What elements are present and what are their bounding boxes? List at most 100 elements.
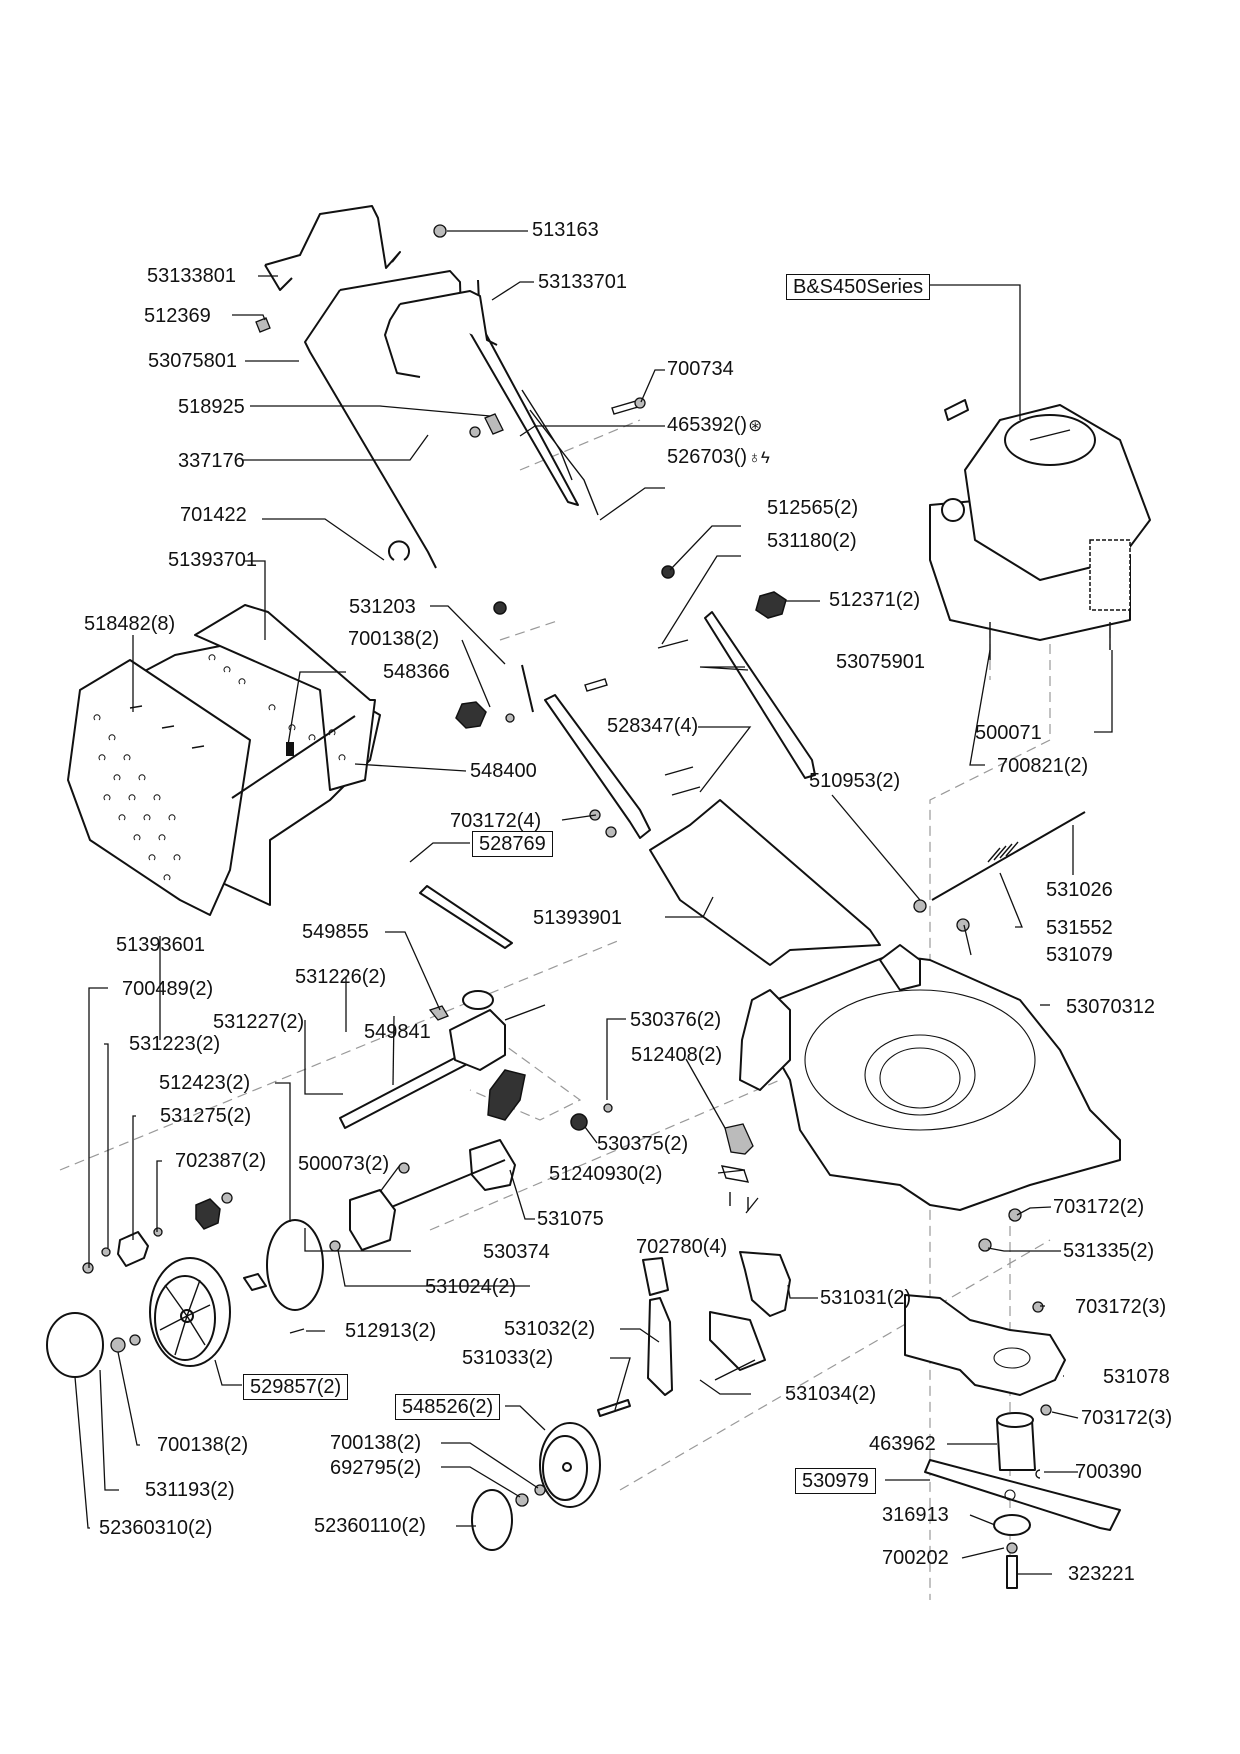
washer-700138b	[129, 1334, 141, 1346]
label-531032: 531032(2)	[504, 1318, 596, 1340]
knob-512371	[755, 591, 787, 619]
label-53070312: 53070312	[1066, 996, 1155, 1018]
label-531026: 531026	[1046, 879, 1113, 901]
lever-53133701	[384, 290, 498, 378]
nut-512369	[255, 317, 271, 333]
washer-700202	[1006, 1542, 1018, 1554]
bushing	[243, 1273, 267, 1291]
pulley-530375	[570, 1113, 588, 1131]
engine-series-label: B&S450Series	[786, 274, 931, 300]
hubcap-512423	[266, 1219, 324, 1311]
spring-531552	[987, 841, 1019, 863]
engine-start-icon: ♁ϟ	[748, 448, 770, 467]
handle-53075801	[304, 270, 579, 569]
label-500073: 500073(2)	[298, 1153, 390, 1175]
clip-548366	[286, 742, 294, 756]
label-531078: 531078	[1103, 1366, 1170, 1388]
label-53075901: 53075901	[836, 651, 925, 673]
label-703172-a: 703172(4)	[450, 810, 542, 832]
upper-lever-53133801	[264, 205, 401, 291]
label-530374: 530374	[483, 1241, 550, 1263]
label-531079: 531079	[1046, 944, 1113, 966]
nut-703172b	[1008, 1208, 1022, 1222]
label-530375: 530375(2)	[597, 1133, 689, 1155]
bolt-700734	[611, 400, 639, 415]
cable-526703	[529, 409, 599, 516]
deflector-51393901	[649, 799, 881, 966]
adapter-531078	[904, 1294, 1066, 1396]
washer-531335	[978, 1238, 992, 1252]
pad-531032	[642, 1257, 669, 1296]
label-51393601: 51393601	[116, 934, 205, 956]
nut-337176	[469, 426, 481, 438]
washer-316913	[993, 1514, 1031, 1536]
label-51393701: 51393701	[168, 549, 257, 571]
bolts-528347	[664, 766, 701, 796]
lever-531032	[647, 1297, 673, 1396]
label-701422: 701422	[180, 504, 247, 526]
label-700138-a: 700138(2)	[348, 628, 440, 650]
label-316913: 316913	[882, 1504, 949, 1526]
screws-702780	[729, 1192, 749, 1211]
label-548526: 548526(2)	[395, 1394, 501, 1420]
label-529857: 529857(2)	[243, 1374, 349, 1400]
nut-703172c	[1032, 1301, 1044, 1313]
belt-528769	[419, 885, 513, 949]
label-549841: 549841	[364, 1021, 431, 1043]
label-700734: 700734	[667, 358, 734, 380]
cap-nut-531203	[493, 601, 507, 615]
blade-530979	[924, 1459, 1121, 1531]
nut-500073	[398, 1162, 410, 1174]
label-337176: 337176	[178, 450, 245, 472]
bracket-512408	[724, 1123, 754, 1155]
label-512565: 512565(2)	[767, 497, 859, 519]
label-531335: 531335(2)	[1063, 1240, 1155, 1262]
cap-52360110	[471, 1489, 513, 1551]
pin-531034	[714, 1359, 756, 1381]
clip-518925	[484, 413, 504, 435]
label-512913: 512913(2)	[345, 1320, 437, 1342]
washer-700489	[82, 1262, 94, 1274]
label-518482: 518482(8)	[84, 613, 176, 635]
label-531034: 531034(2)	[785, 1383, 877, 1405]
nut-531193	[110, 1337, 126, 1353]
label-500071: 500071	[975, 722, 1042, 744]
pin-512913	[289, 1328, 305, 1334]
label-702387: 702387(2)	[175, 1150, 267, 1172]
washer-512423	[221, 1192, 233, 1204]
label-512408: 512408(2)	[631, 1044, 723, 1066]
label-531180: 531180(2)	[767, 530, 857, 552]
clip-549855	[428, 1005, 449, 1021]
label-52360110: 52360110(2)	[314, 1515, 426, 1537]
label-548366: 548366	[383, 661, 450, 683]
nut-703172b	[605, 826, 617, 838]
link-531203	[521, 664, 534, 713]
nut-531079	[956, 918, 970, 932]
front-wheel-548526	[539, 1422, 601, 1508]
label-526703: 526703()♁ϟ	[667, 446, 770, 469]
label-512369: 512369	[144, 305, 211, 327]
bolt-head-700734	[634, 397, 646, 409]
bracket-530374	[349, 1189, 396, 1251]
label-51240930: 51240930(2)	[549, 1163, 663, 1185]
leader-lines	[74, 230, 1113, 1575]
key-700390	[1035, 1469, 1041, 1479]
washer-530376	[603, 1103, 613, 1113]
label-700202: 700202	[882, 1547, 949, 1569]
label-531226: 531226(2)	[295, 966, 387, 988]
label-702780: 702780(4)	[636, 1236, 728, 1258]
label-518925: 518925	[178, 396, 245, 418]
label-323221: 323221	[1068, 1563, 1135, 1585]
label-531552: 531552	[1046, 917, 1113, 939]
screw-518482	[129, 705, 205, 749]
knob-700138	[455, 701, 487, 729]
label-510953: 510953(2)	[809, 770, 901, 792]
label-52360310: 52360310(2)	[99, 1517, 213, 1539]
label-513163: 513163	[532, 219, 599, 241]
grass-catcher	[67, 604, 381, 916]
label-692795: 692795(2)	[330, 1457, 422, 1479]
label-700138-c: 700138(2)	[157, 1434, 249, 1456]
label-700138-b: 700138(2)	[330, 1432, 422, 1454]
washer-700138	[505, 713, 515, 723]
